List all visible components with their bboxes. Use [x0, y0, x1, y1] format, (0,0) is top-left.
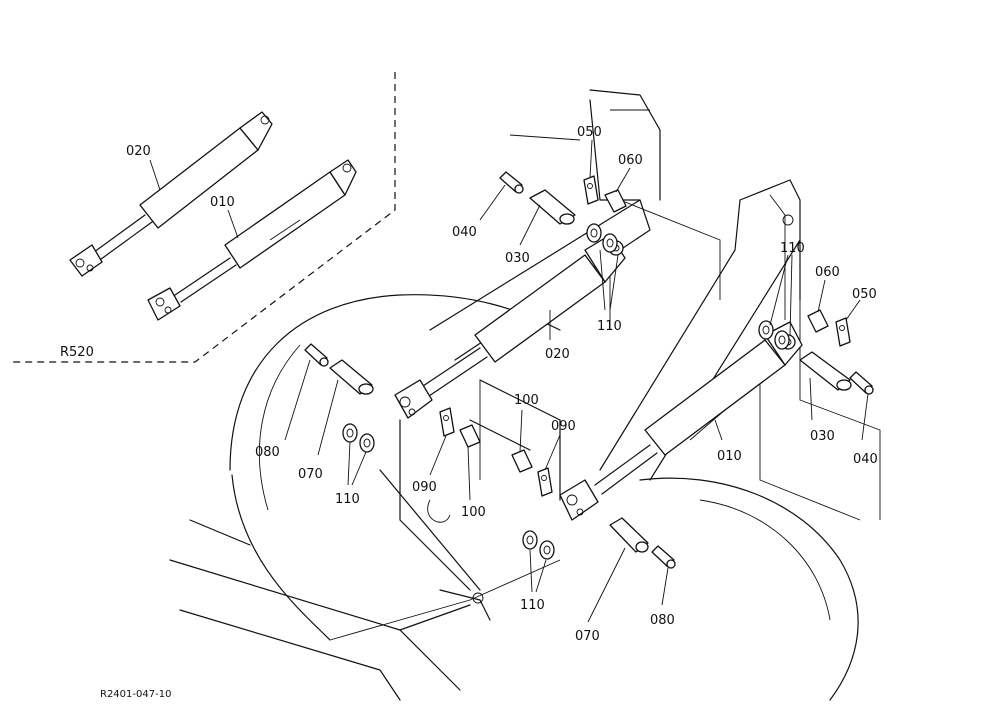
- inset-cylinder-020: [69, 111, 273, 277]
- plate-050-left: [583, 175, 599, 205]
- fitting-040-right: [849, 371, 874, 395]
- inset-cylinder-010: [147, 159, 357, 321]
- callout-060-right: 060: [815, 265, 840, 280]
- plate-090-right: [537, 467, 553, 497]
- callout-100-right: 100: [514, 393, 539, 408]
- pin-070-left: [329, 359, 374, 395]
- bolt-060-left: [604, 189, 627, 213]
- shims-110-left: [342, 423, 375, 453]
- pin-030-left: [529, 189, 576, 225]
- callout-100-left: 100: [461, 505, 486, 520]
- fitting-080-right: [651, 545, 676, 569]
- r520-inset: R520: [10, 72, 396, 363]
- callout-110-bottom: 110: [520, 598, 545, 613]
- drawing-number: R2401-047-10: [100, 689, 171, 700]
- callout-040-right: 040: [853, 452, 878, 467]
- callout-080-right: 080: [650, 613, 675, 628]
- callout-090-right: 090: [551, 419, 576, 434]
- r520-label: R520: [60, 345, 94, 360]
- callout-050-left: 050: [577, 125, 602, 140]
- callout-090-left: 090: [412, 480, 437, 495]
- loader-frame-drawing: [169, 89, 881, 701]
- shims-110-bottom: [522, 530, 555, 560]
- callout-050-right: 050: [852, 287, 877, 302]
- callout-010-inset: 010: [210, 195, 235, 210]
- shims-110-upper-left: [586, 223, 618, 253]
- callout-030-left: 030: [505, 251, 530, 266]
- callout-020-inset: 020: [126, 144, 151, 159]
- pin-030-right: [799, 351, 852, 391]
- callout-030-right: 030: [810, 429, 835, 444]
- cylinder-010: [559, 321, 803, 521]
- pin-070-right: [609, 517, 649, 553]
- callout-110-left: 110: [335, 492, 360, 507]
- callout-020-main: 020: [545, 347, 570, 362]
- plate-090-left: [439, 407, 455, 437]
- callout-labels: 020 010 050 060 040 030 110 020 110 060 …: [126, 125, 878, 644]
- bolt-100-right: [511, 449, 533, 473]
- callout-070-left: 070: [298, 467, 323, 482]
- callout-080-left: 080: [255, 445, 280, 460]
- bolt-100-left: [459, 424, 481, 448]
- callout-070-right: 070: [575, 629, 600, 644]
- callout-010-main: 010: [717, 449, 742, 464]
- fitting-040-left: [499, 171, 524, 194]
- callout-060-left: 060: [618, 153, 643, 168]
- fitting-080-left: [304, 343, 329, 367]
- bolt-060-right: [807, 309, 829, 333]
- leader-lines: [149, 139, 869, 623]
- callout-110-upper-right: 110: [780, 241, 805, 256]
- callout-040-left: 040: [452, 225, 477, 240]
- plate-050-right: [835, 317, 851, 347]
- shims-110-upper-right: [758, 320, 790, 350]
- callout-110-upper-left: 110: [597, 319, 622, 334]
